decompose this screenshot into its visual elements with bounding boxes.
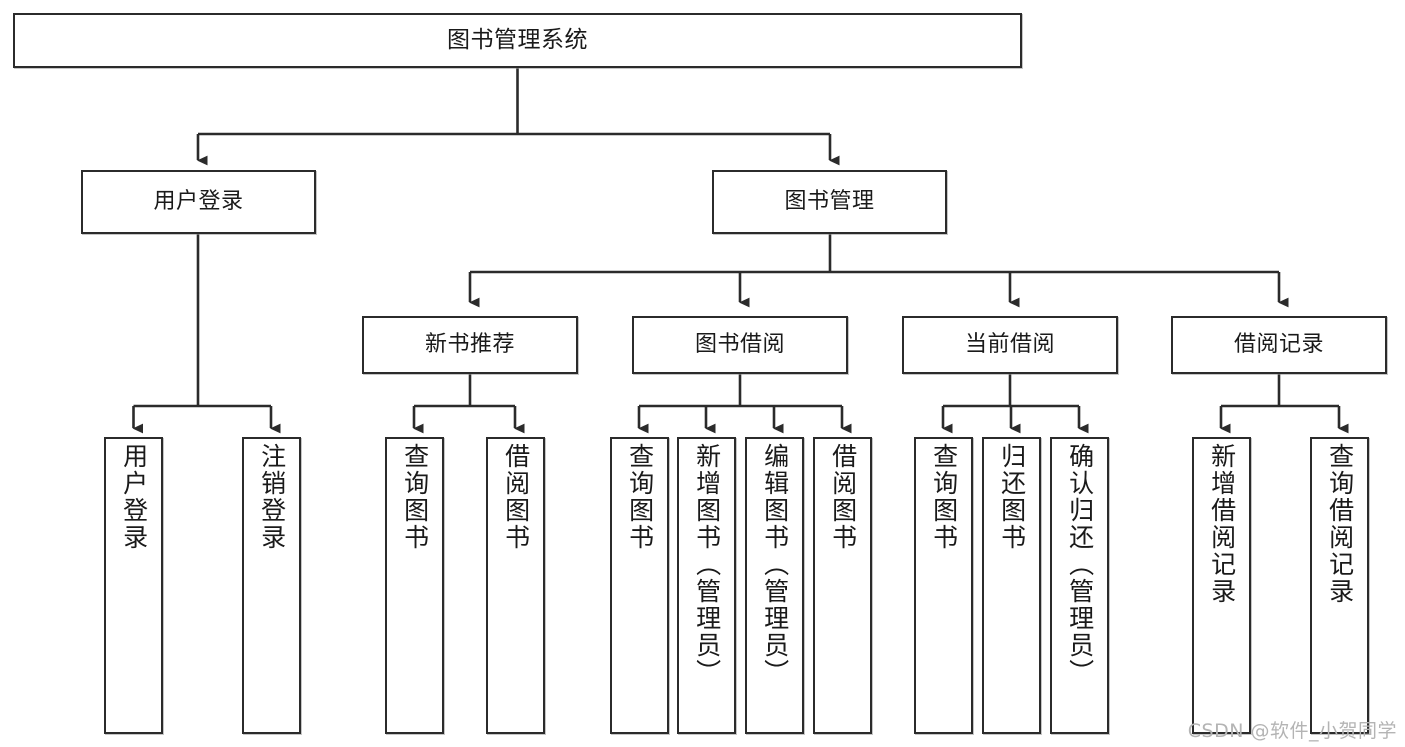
node-label: 图书借阅 — [694, 331, 785, 357]
node-label: 新增图书（管理员） — [692, 443, 722, 686]
leaf-borrow-borrow-book[interactable]: 借阅图书 — [813, 437, 872, 734]
node-label: 当前借阅 — [964, 331, 1055, 357]
node-label: 新增借阅记录 — [1207, 443, 1237, 605]
watermark-text: CSDN @软件_小贺同学 — [1187, 720, 1397, 742]
leaf-borrow-query-book[interactable]: 查询图书 — [610, 437, 669, 734]
node-new-book-recommend[interactable]: 新书推荐 — [362, 316, 578, 374]
node-label: 借阅图书 — [828, 443, 858, 551]
leaf-current-confirm-return-admin[interactable]: 确认归还（管理员） — [1050, 437, 1109, 734]
node-label: 查询图书 — [625, 443, 655, 551]
node-label: 查询图书 — [929, 443, 959, 551]
leaf-record-add-record[interactable]: 新增借阅记录 — [1192, 437, 1251, 734]
leaf-user-login-login[interactable]: 用户登录 — [104, 437, 163, 734]
node-label: 新书推荐 — [424, 331, 515, 357]
leaf-current-query-book[interactable]: 查询图书 — [914, 437, 973, 734]
leaf-recommend-query-book[interactable]: 查询图书 — [385, 437, 444, 734]
node-label: 查询借阅记录 — [1325, 443, 1355, 605]
leaf-recommend-borrow-book[interactable]: 借阅图书 — [486, 437, 545, 734]
node-label: 借阅记录 — [1233, 331, 1324, 357]
node-current-borrow[interactable]: 当前借阅 — [902, 316, 1118, 374]
leaf-current-return-book[interactable]: 归还图书 — [982, 437, 1041, 734]
leaf-record-query-record[interactable]: 查询借阅记录 — [1310, 437, 1369, 734]
node-root-system[interactable]: 图书管理系统 — [13, 13, 1022, 68]
node-book-management[interactable]: 图书管理 — [712, 170, 947, 234]
leaf-user-login-logout[interactable]: 注销登录 — [242, 437, 301, 734]
node-label: 查询图书 — [400, 443, 430, 551]
leaf-borrow-edit-book-admin[interactable]: 编辑图书（管理员） — [745, 437, 804, 734]
node-label: 注销登录 — [257, 443, 287, 551]
node-label: 图书管理 — [784, 188, 875, 214]
node-label: 确认归还（管理员） — [1065, 443, 1095, 686]
node-label: 用户登录 — [119, 443, 149, 551]
leaf-borrow-add-book-admin[interactable]: 新增图书（管理员） — [677, 437, 736, 734]
node-user-login[interactable]: 用户登录 — [81, 170, 316, 234]
node-label: 编辑图书（管理员） — [760, 443, 790, 686]
node-label: 图书管理系统 — [447, 26, 588, 53]
node-label: 用户登录 — [153, 188, 244, 214]
node-label: 归还图书 — [997, 443, 1027, 551]
node-label: 借阅图书 — [501, 443, 531, 551]
node-book-borrow[interactable]: 图书借阅 — [632, 316, 848, 374]
node-borrow-record[interactable]: 借阅记录 — [1171, 316, 1387, 374]
